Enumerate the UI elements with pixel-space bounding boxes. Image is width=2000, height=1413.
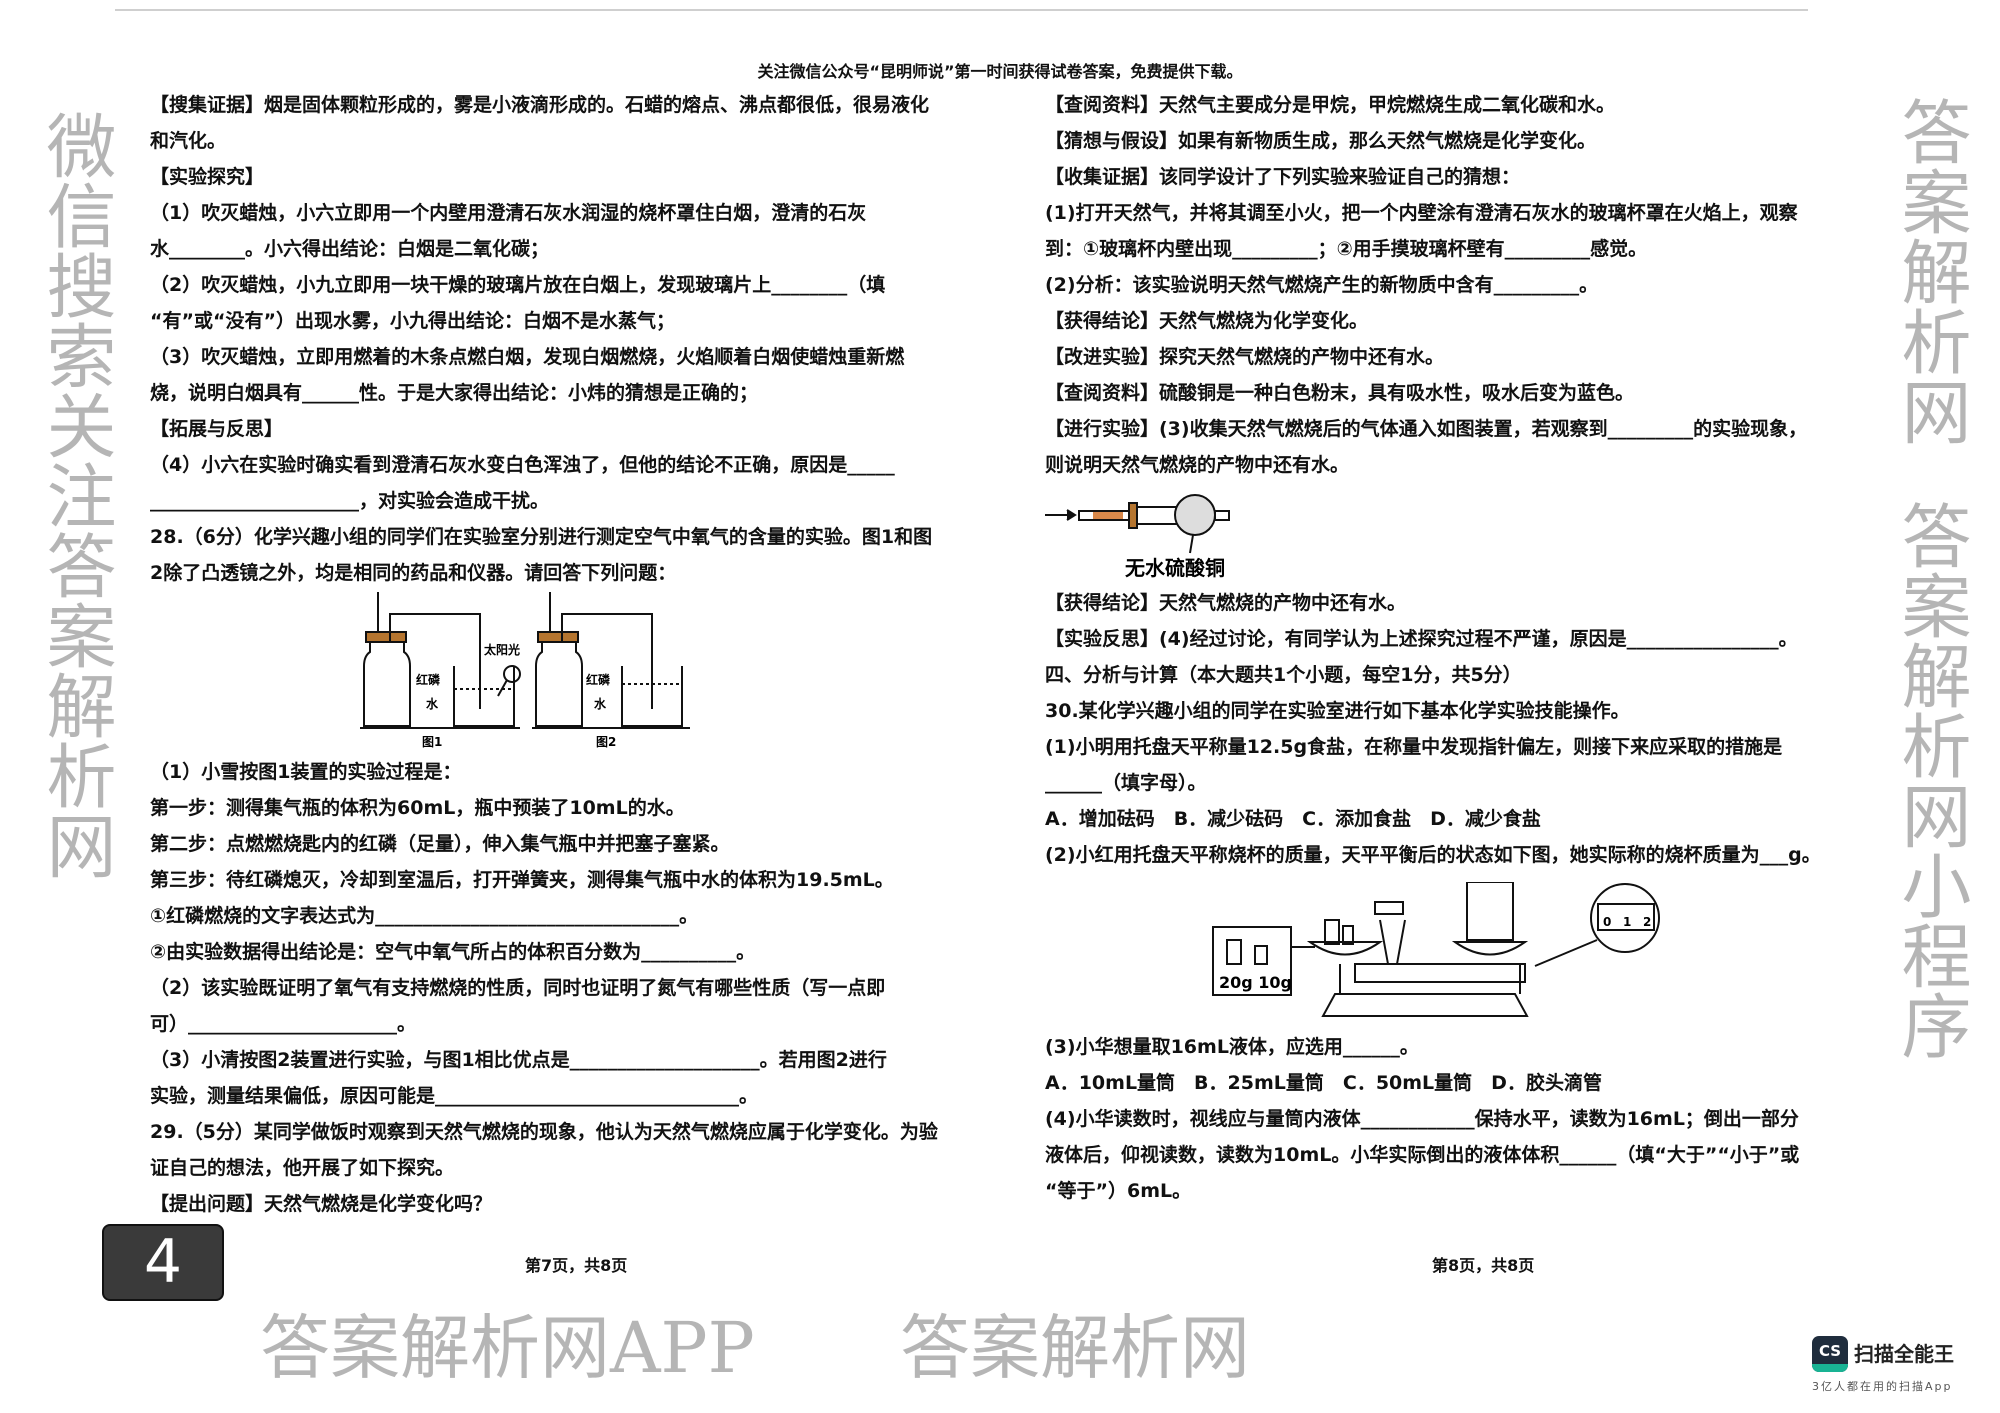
fig1-caption: 图1 — [422, 735, 442, 749]
text-line: 29.（5分）某同学做饭时观察到天然气燃烧的现象，他认为天然气燃烧应属于化学变化… — [150, 1121, 938, 1143]
text-line: ______________________，对实验会造成干扰。 — [150, 490, 550, 512]
right-page-text-a: 【查阅资料】天然气主要成分是甲烷，甲烷燃烧生成二氧化碳和水。【猜想与假设】如果有… — [1045, 87, 1880, 483]
text-line: 液体后，仰视读数，读数为10mL。小华实际倒出的液体体积______（填“大于”… — [1045, 1144, 1800, 1166]
text-line: （3）吹灭蜡烛，立即用燃着的木条点燃白烟，发现白烟燃烧，火焰顺着白烟使蜡烛重新燃 — [150, 346, 905, 368]
text-line: “有”或“没有”）出现水雾，小九得出结论：白烟不是水蒸气； — [150, 310, 675, 332]
text-line: 【实验反思】(4)经过讨论，有同学认为上述探究过程不严谨，原因是________… — [1045, 628, 1798, 650]
text-line: 水________。小六得出结论：白烟是二氧化碳； — [150, 238, 550, 260]
anhydrous-copper-sulfate-label: 无水硫酸铜 — [1125, 556, 1225, 580]
copper-sulfate-tube-figure: 无水硫酸铜 — [1045, 494, 1230, 580]
text-line: 证自己的想法，他开展了如下探究。 — [150, 1157, 455, 1179]
right-page-text-c: (3)小华想量取16mL液体，应选用______。 A．10mL量筒 B．25mL… — [1045, 1029, 1880, 1209]
text-line: 第三步：待红磷熄灭，冷却到室温后，打开弹簧夹，测得集气瓶中水的体积为19.5mL… — [150, 869, 894, 891]
left-page-text-b: （1）小雪按图1装置的实验过程是： 第一步：测得集气瓶的体积为60mL，瓶中预装了… — [150, 754, 1000, 1222]
left-page-text-a: 【搜集证据】烟是固体颗粒形成的，雾是小液滴形成的。石蜡的熔点、沸点都很低，很易液… — [150, 87, 1000, 591]
text-line: (3)小华想量取16mL液体，应选用______。 — [1045, 1036, 1419, 1058]
text-line: 【进行实验】(3)收集天然气燃烧后的气体通入如图装置，若观察到_________… — [1045, 418, 1808, 440]
text-line: 【收集证据】该同学设计了下列实验来验证自己的猜想： — [1045, 166, 1521, 188]
text-line: 【实验探究】 — [150, 166, 265, 188]
balance-figure: 20g 10g 0 1 2 — [1212, 882, 1660, 1017]
text-line: 第二步：点燃燃烧匙内的红磷（足量），伸入集气瓶中并把塞子塞紧。 — [150, 833, 730, 855]
text-line: 【获得结论】天然气燃烧的产物中还有水。 — [1045, 592, 1407, 614]
text-line: (4)小华读数时，视线应与量筒内液体____________保持水平，读数为16… — [1045, 1108, 1799, 1130]
oxygen-experiment-figure: 红磷 水 图1 太阳光 红磷 水 图2 — [360, 592, 690, 749]
text-line: （2）该实验既证明了氧气有支持燃烧的性质，同时也证明了氮气有哪些性质（写一点即 — [150, 977, 886, 999]
label-red-phosphorus-2: 红磷 — [586, 672, 611, 687]
right-page-text-b: 【获得结论】天然气燃烧的产物中还有水。【实验反思】(4)经过讨论，有同学认为上述… — [1045, 585, 1880, 873]
text-line: 【提出问题】天然气燃烧是化学变化吗？ — [150, 1193, 493, 1215]
camscanner-tagline: 3亿人都在用的扫描App — [1812, 1380, 1953, 1393]
label-water-2: 水 — [594, 696, 607, 711]
right-page-footer: 第8页，共8页 — [1432, 1256, 1535, 1275]
text-line: 2除了凸透镜之外，均是相同的药品和仪器。请回答下列问题： — [150, 562, 677, 584]
camscanner-name: 扫描全能王 — [1854, 1342, 1954, 1366]
text-line: 第一步：测得集气瓶的体积为60mL，瓶中预装了10mL的水。 — [150, 797, 685, 819]
text-line: 则说明天然气燃烧的产物中还有水。 — [1045, 454, 1350, 476]
text-line: (2)小红用托盘天平称烧杯的质量，天平平衡后的状态如下图，她实际称的烧杯质量为_… — [1045, 844, 1821, 866]
label-water-1: 水 — [426, 696, 439, 711]
text-line: 烧，说明白烟具有______性。于是大家得出结论：小炜的猜想是正确的； — [150, 382, 759, 404]
label-red-phosphorus-1: 红磷 — [416, 672, 441, 687]
text-line: (2)分析：该实验说明天然气燃烧产生的新物质中含有_________。 — [1045, 274, 1599, 296]
text-line: (1)打开天然气，并将其调至小火，把一个内壁涂有澄清石灰水的玻璃杯罩在火焰上，观… — [1045, 202, 1798, 224]
fig2-caption: 图2 — [596, 735, 616, 749]
watermark: 答案解析网 — [1890, 96, 1972, 446]
text-line: 【搜集证据】烟是固体颗粒形成的，雾是小液滴形成的。石蜡的熔点、沸点都很低，很易液… — [150, 94, 930, 116]
text-line: (1)小明用托盘天平称量12.5g食盐，在称量中发现指针偏左，则接下来应采取的措… — [1045, 736, 1783, 758]
text-line: 【查阅资料】天然气主要成分是甲烷，甲烷燃烧生成二氧化碳和水。 — [1045, 94, 1616, 116]
text-line: A．增加砝码 B．减少砝码 C．添加食盐 D．减少食盐 — [1045, 808, 1541, 830]
text-line: 和汽化。 — [150, 130, 227, 152]
text-line: 【改进实验】探究天然气燃烧的产物中还有水。 — [1045, 346, 1445, 368]
scan-edge-line — [115, 9, 1808, 11]
text-line: “等于”）6mL。 — [1045, 1180, 1192, 1202]
text-line: （1）小雪按图1装置的实验过程是： — [150, 761, 462, 783]
text-line: （4）小六在实验时确实看到澄清石灰水变白色浑浊了，但他的结论不正确，原因是___… — [150, 454, 895, 476]
watermark: 答案解析网小程序 — [1890, 500, 1972, 1060]
text-line: 【查阅资料】硫酸铜是一种白色粉末，具有吸水性，吸水后变为蓝色。 — [1045, 382, 1635, 404]
text-line: （1）吹灭蜡烛，小六立即用一个内壁用澄清石灰水润湿的烧杯罩住白烟，澄清的石灰 — [150, 202, 867, 224]
watermark: 答案解析网 — [900, 1307, 1250, 1389]
weights-label: 20g 10g — [1219, 973, 1292, 992]
text-line: 【获得结论】天然气燃烧为化学变化。 — [1045, 310, 1369, 332]
text-line: 【拓展与反思】 — [150, 418, 284, 440]
camscanner-logo-icon: CS — [1812, 1336, 1848, 1372]
watermark: 答案解析网APP — [260, 1307, 755, 1389]
scale-tick-2: 2 — [1643, 915, 1651, 929]
label-sunlight: 太阳光 — [484, 642, 520, 657]
text-line: ______（填字母）。 — [1045, 772, 1207, 794]
text-line: （2）吹灭蜡烛，小九立即用一块干燥的玻璃片放在白烟上，发现玻璃片上_______… — [150, 274, 886, 296]
scale-tick-0: 0 — [1603, 915, 1611, 929]
text-line: 四、分析与计算（本大题共1个小题，每空1分，共5分） — [1045, 664, 1522, 686]
page-number-badge: 4 — [102, 1224, 224, 1301]
scale-tick-1: 1 — [1623, 915, 1631, 929]
watermark: 微信搜索关注答案解析网 — [35, 110, 117, 880]
text-line: （3）小清按图2装置进行实验，与图1相比优点是_________________… — [150, 1049, 887, 1071]
text-line: 30.某化学兴趣小组的同学在实验室进行如下基本化学实验技能操作。 — [1045, 700, 1630, 722]
text-line: A．10mL量筒 B．25mL量筒 C．50mL量筒 D．胶头滴管 — [1045, 1072, 1602, 1094]
camscanner-badge: CS 扫描全能王 3亿人都在用的扫描App — [1812, 1336, 1992, 1396]
text-line: 可）______________________。 — [150, 1013, 417, 1035]
page-header-notice: 关注微信公众号“昆明师说”第一时间获得试卷答案，免费提供下载。 — [757, 62, 1243, 81]
text-line: 【猜想与假设】如果有新物质生成，那么天然气燃烧是化学变化。 — [1045, 130, 1597, 152]
left-page-footer: 第7页，共8页 — [525, 1256, 628, 1275]
text-line: ①红磷燃烧的文字表达式为____________________________… — [150, 905, 699, 927]
text-line: 28.（6分）化学兴趣小组的同学们在实验室分别进行测定空气中氧气的含量的实验。图… — [150, 526, 933, 548]
text-line: ②由实验数据得出结论是：空气中氧气所占的体积百分数为__________。 — [150, 941, 756, 963]
text-line: 到：①玻璃杯内壁出现_________；②用手摸玻璃杯壁有_________感觉… — [1045, 238, 1648, 260]
text-line: 实验，测量结果偏低，原因可能是_________________________… — [150, 1085, 759, 1107]
